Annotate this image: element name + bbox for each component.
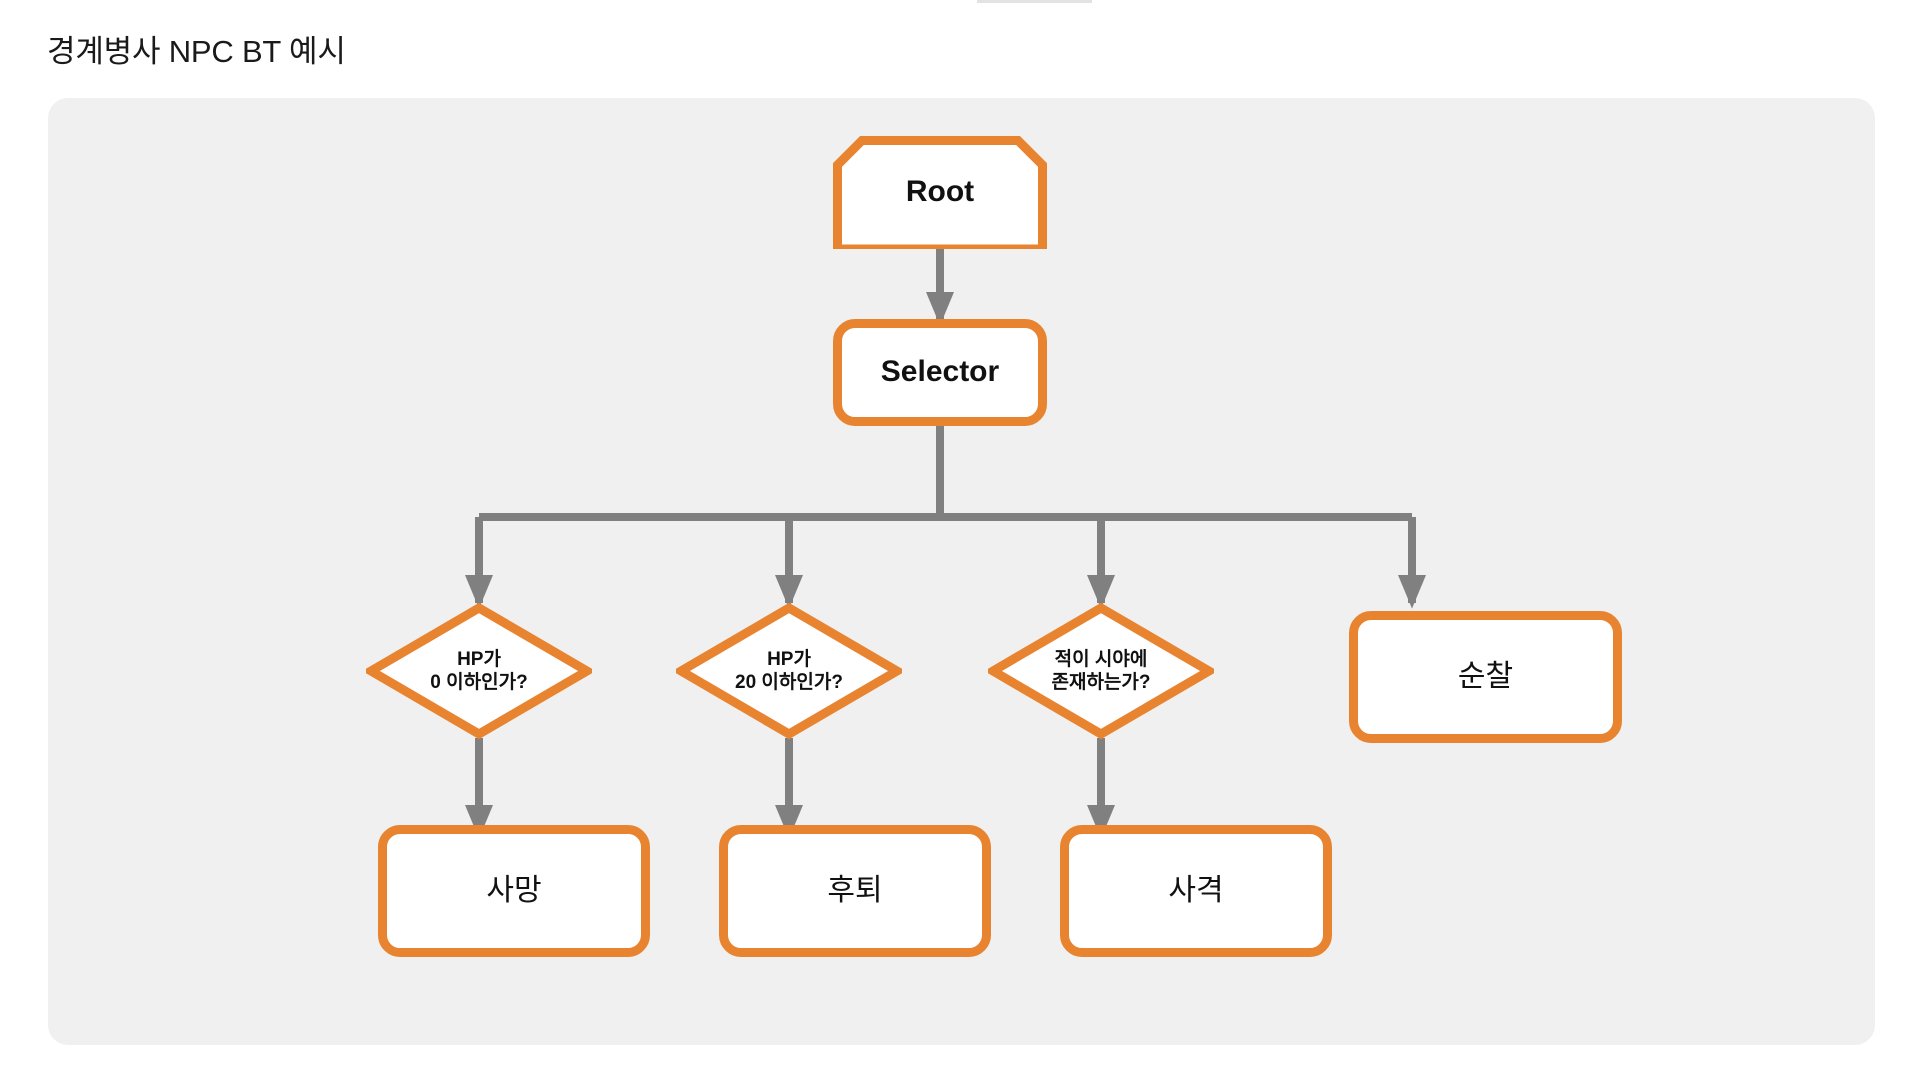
node-root-label: Root	[905, 175, 975, 209]
node-action-death-label: 사망	[486, 873, 542, 907]
node-selector-label: Selector	[880, 355, 1000, 389]
node-condition-hp-zero[interactable]: HP가 0 이하인가?	[366, 603, 592, 739]
condition-hp-zero-line2-rest: 이하인가?	[440, 672, 528, 693]
top-cutoff-sliver	[977, 0, 1092, 3]
diamond-shape	[366, 603, 592, 739]
node-condition-hp-twenty-label: HP가 20 이하인가?	[676, 648, 902, 694]
condition-enemy-line2: 존재하는가?	[1051, 672, 1151, 693]
condition-hp-zero-threshold: 0	[430, 672, 441, 693]
node-action-patrol[interactable]: 순찰	[1349, 611, 1622, 743]
root-shape	[833, 136, 1047, 249]
condition-hp-twenty-threshold: 20	[735, 672, 757, 693]
node-action-fire-label: 사격	[1168, 873, 1224, 907]
node-root[interactable]: Root	[833, 136, 1047, 249]
node-condition-enemy-visible-label: 적이 시야에 존재하는가?	[988, 648, 1214, 694]
node-condition-enemy-visible[interactable]: 적이 시야에 존재하는가?	[988, 603, 1214, 739]
node-action-retreat[interactable]: 후퇴	[719, 825, 991, 957]
node-condition-hp-zero-label: HP가 0 이하인가?	[366, 648, 592, 694]
diagram-canvas	[48, 98, 1875, 1045]
page-title: 경계병사 NPC BT 예시	[47, 34, 346, 69]
condition-hp-twenty-line1: HP가	[767, 648, 811, 670]
node-selector[interactable]: Selector	[833, 319, 1047, 426]
condition-enemy-line1: 적이 시야에	[1054, 648, 1148, 670]
node-action-fire[interactable]: 사격	[1060, 825, 1332, 957]
diamond-shape	[676, 603, 902, 739]
condition-hp-twenty-line2-rest: 이하인가?	[756, 672, 843, 693]
node-action-death[interactable]: 사망	[378, 825, 650, 957]
diagram-panel: Root Selector HP가 0 이하인가? HP가 20 이하인가? 적…	[48, 98, 1875, 1045]
node-action-retreat-label: 후퇴	[827, 873, 883, 907]
diamond-shape	[988, 603, 1214, 739]
node-action-patrol-label: 순찰	[1457, 659, 1514, 693]
node-condition-hp-twenty[interactable]: HP가 20 이하인가?	[676, 603, 902, 739]
condition-hp-zero-line1: HP가	[457, 648, 501, 670]
